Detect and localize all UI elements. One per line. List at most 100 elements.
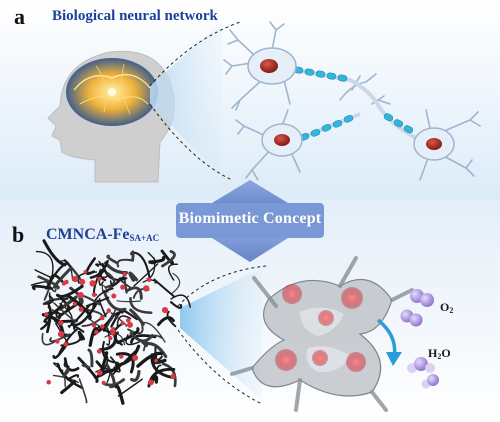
fe-site — [55, 339, 60, 344]
fe-site — [83, 270, 88, 274]
aerogel-fiber — [116, 315, 132, 327]
zoom-line-a-top — [149, 21, 241, 87]
fe-site — [63, 342, 68, 347]
aerogel-fiber — [131, 251, 151, 279]
aerogel-fiber — [89, 259, 109, 279]
aerogel-fiber — [153, 278, 176, 298]
aerogel-fiber — [34, 269, 54, 280]
aerogel-fiber — [105, 272, 116, 289]
aerogel-fiber — [157, 316, 175, 327]
fe-site — [120, 321, 125, 326]
neuron-cell-bodies — [247, 47, 455, 161]
biomimetic-concept-label: Biomimetic Concept — [178, 210, 322, 227]
axon-a — [295, 68, 421, 142]
aerogel-fiber — [95, 360, 104, 369]
aerogel-fiber — [117, 378, 143, 397]
aerogel-fiber — [72, 325, 85, 333]
panel-b-title-subscript: SA+AC — [129, 233, 160, 243]
aerogel-fiber — [52, 342, 69, 360]
fe-site — [72, 275, 79, 283]
reactant-formula-main: O — [440, 300, 450, 314]
aerogel-fiber — [56, 362, 84, 390]
fe-site — [94, 330, 99, 335]
fe-site — [127, 321, 133, 328]
aerogel-fiber — [110, 350, 136, 377]
aerogel-fiber — [49, 333, 71, 343]
fe-site — [122, 272, 127, 277]
aerogel-fiber — [44, 295, 54, 305]
aerogel-fiber — [116, 300, 142, 303]
aerogel-fiber — [52, 267, 72, 289]
aerogel-fiber — [88, 326, 99, 347]
aerogel-fiber — [87, 348, 94, 368]
aerogel-fiber — [78, 378, 88, 404]
aerogel-fiber — [141, 321, 166, 343]
aerogel-fiber — [128, 271, 139, 282]
double-arrow-icon — [176, 180, 324, 262]
product-formula-main: H — [428, 346, 438, 360]
aerogel-fiber — [114, 384, 125, 405]
fe-site — [97, 276, 102, 281]
fe-site — [108, 336, 113, 341]
aerogel-fiber — [106, 327, 111, 346]
aerogel-fiber — [41, 333, 58, 346]
aerogel-fiber — [148, 256, 166, 264]
aerogel-fiber — [45, 262, 68, 290]
panel-a-letter: a — [14, 4, 25, 29]
zoom-line-b-bottom — [177, 329, 263, 405]
aerogel-fiber — [129, 331, 154, 343]
aerogel-fiber — [43, 305, 63, 324]
aerogel-fiber — [35, 250, 54, 275]
fe-site — [64, 279, 69, 285]
zoom-line-a-bottom — [149, 103, 233, 181]
fe-site — [78, 306, 84, 312]
fe-site — [154, 358, 158, 363]
aerogel-fiber — [105, 363, 116, 389]
aerogel-fiber — [102, 289, 127, 312]
fe-site — [58, 320, 64, 326]
aerogel-fiber — [101, 340, 119, 364]
catalyst-network — [230, 256, 414, 412]
aerogel-fiber — [142, 257, 156, 283]
panel-b-title: CMNCA-FeSA+AC — [46, 226, 159, 244]
fe-site — [79, 278, 86, 285]
aerogel-fiber — [37, 275, 60, 290]
water-molecule-icon — [407, 357, 439, 389]
aerogel-fiber — [58, 328, 78, 355]
fe-site — [170, 373, 176, 379]
fe-site — [46, 379, 51, 385]
aerogel-fiber — [92, 287, 114, 309]
fe-site — [91, 292, 97, 298]
aerogel-fiber — [59, 260, 74, 281]
aerogel-fiber — [55, 295, 70, 319]
aerogel-fiber — [98, 298, 107, 318]
aerogel-fiber — [104, 333, 126, 346]
product-formula-tail: O — [441, 346, 451, 360]
fe-site — [89, 280, 96, 287]
aerogel-fiber — [150, 353, 175, 379]
aerogel-fiber — [169, 301, 183, 309]
aerogel-fiber — [53, 362, 64, 372]
fe-site — [126, 318, 131, 323]
aerogel-fiber — [116, 327, 140, 345]
zoom-beam-b — [180, 268, 262, 400]
aerogel-fiber — [136, 351, 163, 368]
aerogel-fiber — [81, 363, 91, 369]
fe-site — [119, 354, 124, 359]
fe-site — [97, 370, 103, 376]
fe-site — [99, 315, 105, 321]
aerogel-fiber — [115, 344, 141, 367]
myelin-sheath — [293, 66, 414, 141]
fe-site — [161, 307, 169, 314]
aerogel-fiber — [106, 254, 119, 265]
fe-site — [120, 284, 126, 290]
aerogel-fiber — [160, 249, 175, 265]
aerogel-fiber — [116, 258, 135, 268]
aerogel-fiber — [77, 330, 86, 341]
fe-site — [44, 312, 49, 317]
aerogel-fiber — [44, 278, 57, 293]
aerogel-fiber — [77, 271, 98, 284]
fe-site — [96, 348, 102, 354]
fe-site — [72, 301, 77, 306]
